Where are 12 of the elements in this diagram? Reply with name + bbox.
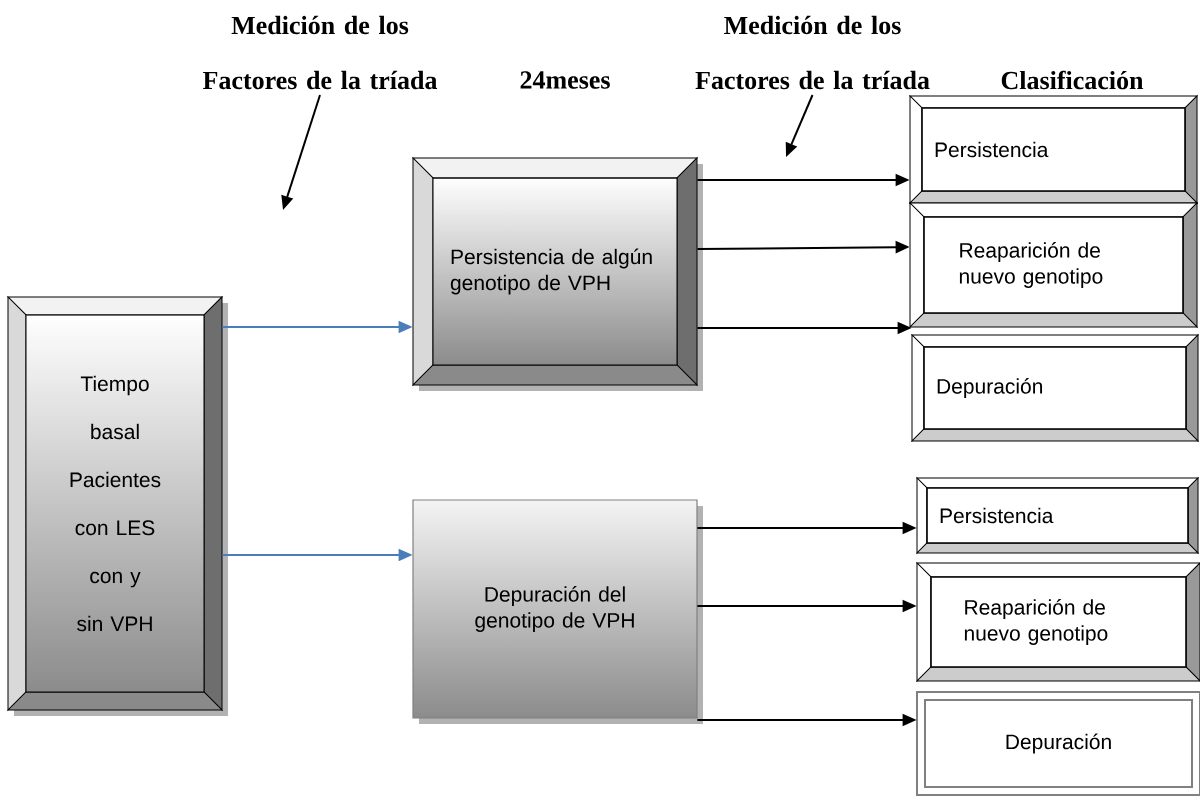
column-heading: Medición de los Factores de la tríada [203,15,438,90]
process-box: Depuración del genotipo de VPH [412,499,703,724]
column-heading: Medición de los Factores de la tríada [695,15,930,90]
process-box: Reaparición de nuevo genotipo [916,562,1200,682]
process-box: Depuración [911,334,1199,442]
column-heading: 24meses [520,71,610,89]
process-box: Persistencia de algún genotipo de VPH [412,157,703,391]
process-box: Persistencia [916,477,1199,554]
process-box: Depuración [916,691,1200,796]
process-box: Persistencia [909,95,1198,204]
process-box: Tiempo basal Pacientes con LES con y sin VPH [7,296,228,716]
process-box: Reaparición de nuevo genotipo [909,202,1198,328]
